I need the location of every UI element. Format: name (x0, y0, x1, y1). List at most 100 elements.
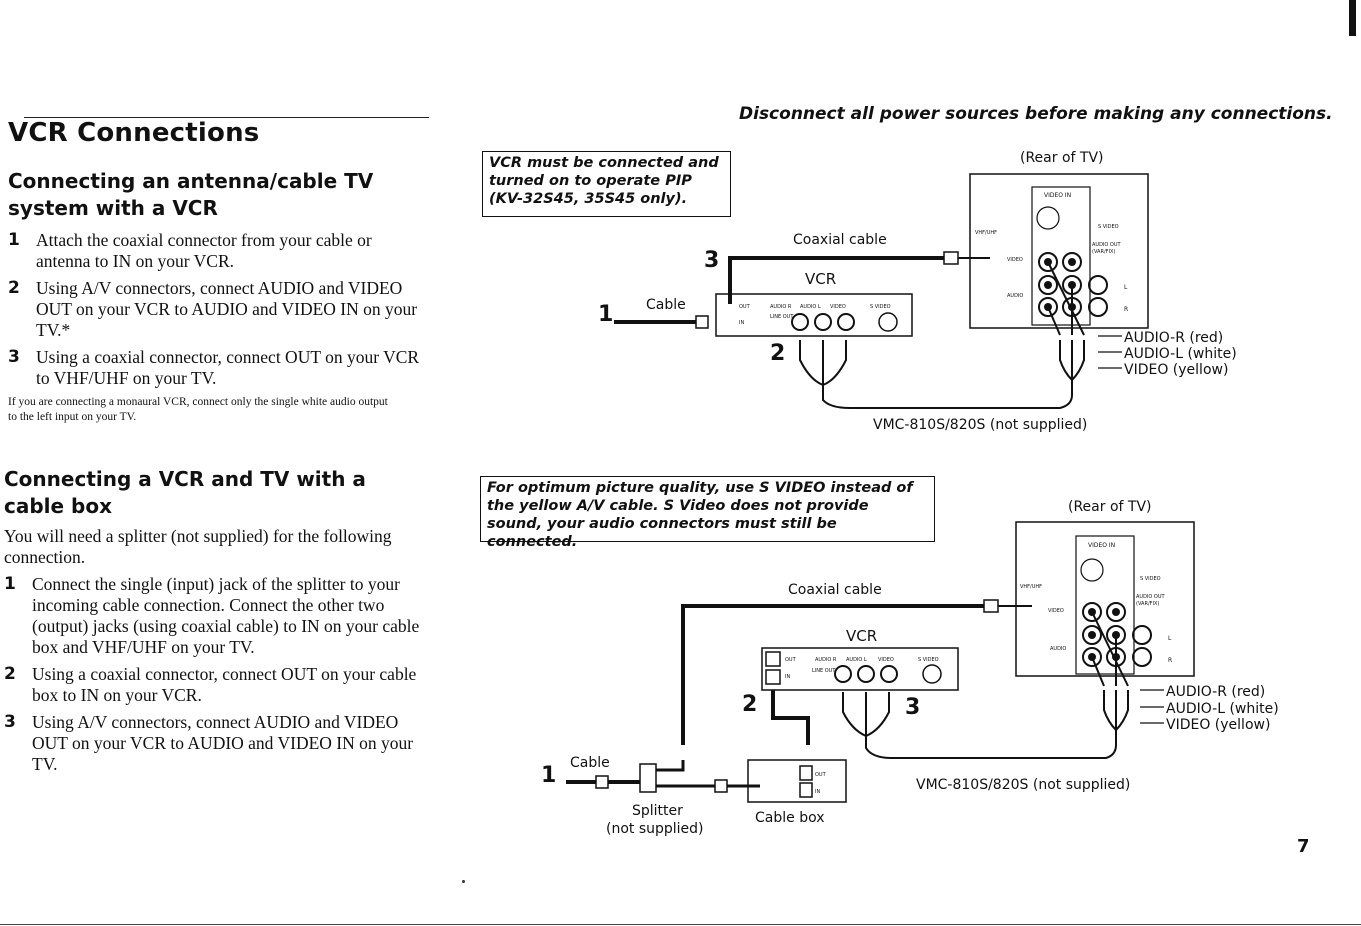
svg-text:AUDIO L: AUDIO L (800, 304, 821, 310)
svg-text:AUDIO L: AUDIO L (846, 657, 867, 663)
splitter-not-supplied: (not supplied) (606, 821, 704, 837)
speck (462, 880, 465, 883)
section1-heading: Connecting an antenna/cable TV system wi… (8, 169, 374, 220)
svideo-jack (1080, 558, 1104, 582)
vcr-rear-panel (715, 293, 913, 337)
section-title: VCR Connections (8, 118, 260, 148)
svg-text:(VAR/FIX): (VAR/FIX) (1092, 249, 1115, 255)
section2-intro: You will need a splitter (not supplied) … (4, 526, 392, 567)
vcr-to-cablebox-line (771, 690, 810, 745)
section1-text: Connecting an antenna/cable TV system wi… (8, 168, 428, 425)
vcr-av-jacks (791, 312, 898, 332)
cable-box (747, 759, 847, 803)
tv-rear-panel (1015, 521, 1195, 677)
tv-rear-panel (969, 173, 1149, 329)
svg-text:LINE OUT: LINE OUT (770, 314, 794, 320)
cable-model-label: VMC-810S/820S (not supplied) (916, 777, 1130, 793)
svg-text:AUDIO OUT: AUDIO OUT (1092, 242, 1122, 248)
cable-model-label: VMC-810S/820S (not supplied) (873, 417, 1087, 433)
svg-text:S VIDEO: S VIDEO (918, 657, 939, 663)
svg-text:OUT: OUT (785, 657, 797, 663)
vcr-label: VCR (805, 270, 836, 288)
callout-audio-r: AUDIO-R (red) (1124, 330, 1223, 346)
bottom-rule (0, 924, 1361, 925)
svg-text:AUDIO OUT: AUDIO OUT (1136, 594, 1166, 600)
svg-text:S VIDEO: S VIDEO (870, 304, 891, 310)
callout-video: VIDEO (yellow) (1166, 717, 1270, 733)
svg-text:R: R (1168, 657, 1172, 664)
vcr-rear-panel (761, 647, 959, 691)
cable-box-label: Cable box (755, 810, 825, 826)
svg-text:AUDIO: AUDIO (1050, 646, 1066, 652)
svg-text:VIDEO: VIDEO (830, 304, 846, 310)
svg-text:OUT: OUT (815, 772, 827, 778)
page-edge-mark (1349, 0, 1356, 36)
svg-text:AUDIO: AUDIO (1007, 293, 1023, 299)
diagram1-step-3: 3 (704, 248, 719, 273)
svg-text:S VIDEO: S VIDEO (1140, 576, 1161, 582)
av-cable-vmc (842, 611, 1129, 759)
cable-label: Cable (646, 297, 686, 313)
diagram1-step-2: 2 (770, 341, 785, 366)
svg-text:IN: IN (785, 674, 790, 680)
svg-text:VIDEO: VIDEO (1007, 257, 1023, 263)
section2-steps: You will need a splitter (not supplied) … (4, 526, 424, 775)
vcr-av-jacks (834, 664, 942, 684)
tv-input-block (1031, 186, 1091, 326)
rear-of-tv-label: (Rear of TV) (1068, 499, 1152, 515)
splitter-label: Splitter (632, 803, 683, 819)
power-warning: Disconnect all power sources before maki… (739, 104, 1333, 124)
page-number: 7 (1297, 836, 1310, 857)
av-cable-vmc (799, 261, 1085, 409)
svg-text:VIDEO: VIDEO (1048, 608, 1064, 614)
svg-text:S VIDEO: S VIDEO (1098, 224, 1119, 230)
monaural-footnote: If you are connecting a monaural VCR, co… (8, 396, 388, 423)
svg-text:L: L (1168, 635, 1172, 642)
title-rule (24, 117, 429, 118)
svg-text:VHF/UHF: VHF/UHF (975, 230, 997, 236)
svg-text:VIDEO: VIDEO (878, 657, 894, 663)
svg-text:VHF/UHF: VHF/UHF (1020, 584, 1042, 590)
svg-text:VIDEO IN: VIDEO IN (1044, 192, 1071, 199)
tv-input-block (1075, 535, 1135, 675)
coaxial-cable-line (681, 604, 985, 745)
section2-heading: Connecting a VCR and TV with a cable box (4, 467, 366, 518)
vcr-label: VCR (846, 627, 877, 645)
rear-of-tv-label: (Rear of TV) (1020, 150, 1104, 166)
svg-text:L: L (1124, 284, 1128, 291)
svg-text:(VAR/FIX): (VAR/FIX) (1136, 601, 1159, 607)
svg-text:IN: IN (815, 789, 820, 795)
callout-audio-l: AUDIO-L (white) (1124, 346, 1237, 362)
coaxial-cable-label: Coaxial cable (793, 232, 887, 248)
svg-text:AUDIO R: AUDIO R (815, 657, 837, 663)
svg-text:IN: IN (739, 320, 744, 326)
diagram2-step-3: 3 (905, 695, 920, 720)
pip-note-box: VCR must be connected and turned on to o… (482, 151, 731, 217)
callout-video: VIDEO (yellow) (1124, 362, 1228, 378)
callout-audio-l: AUDIO-L (white) (1166, 701, 1279, 717)
svg-text:R: R (1124, 306, 1128, 313)
splitter (639, 763, 657, 793)
coaxial-cable-line (728, 256, 948, 304)
section2-text: Connecting a VCR and TV with a cable box… (4, 466, 424, 775)
diagram2-step-2: 2 (742, 692, 757, 717)
cable-label: Cable (570, 755, 610, 771)
svg-text:LINE OUT: LINE OUT (812, 668, 836, 674)
svg-text:AUDIO R: AUDIO R (770, 304, 792, 310)
diagram2-step-1: 1 (541, 763, 556, 788)
svideo-jack (1036, 206, 1060, 230)
svideo-note-box: For optimum picture quality, use S VIDEO… (480, 476, 935, 550)
svg-text:VIDEO IN: VIDEO IN (1088, 542, 1115, 549)
callout-audio-r: AUDIO-R (red) (1166, 684, 1265, 700)
coaxial-cable-label: Coaxial cable (788, 582, 882, 598)
diagram1-step-1: 1 (598, 302, 613, 327)
